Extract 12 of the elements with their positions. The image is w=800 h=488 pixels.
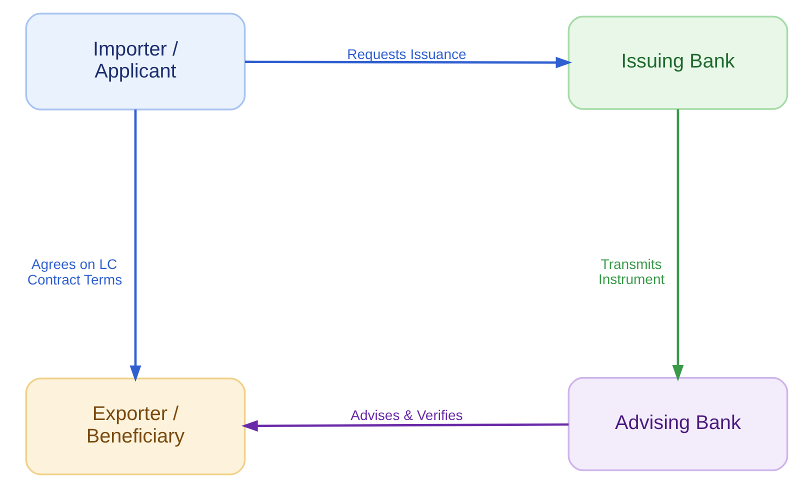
node-box: Exporter / Beneficiary — [25, 378, 246, 476]
edge-label: Transmits Instrument — [598, 256, 665, 287]
arrow — [241, 420, 569, 432]
node-box: Advising Bank — [568, 377, 788, 472]
arrow — [672, 109, 684, 382]
arrow — [130, 110, 142, 382]
edge-label: Advises & Verifies — [350, 407, 463, 424]
edge-label: Requests Issuance — [347, 46, 466, 62]
node-box: Importer / Applicant — [25, 12, 246, 110]
node-box: Issuing Bank — [568, 16, 788, 110]
arrow — [244, 56, 572, 68]
edge-label: Agrees on LC Contract Terms — [27, 256, 122, 288]
